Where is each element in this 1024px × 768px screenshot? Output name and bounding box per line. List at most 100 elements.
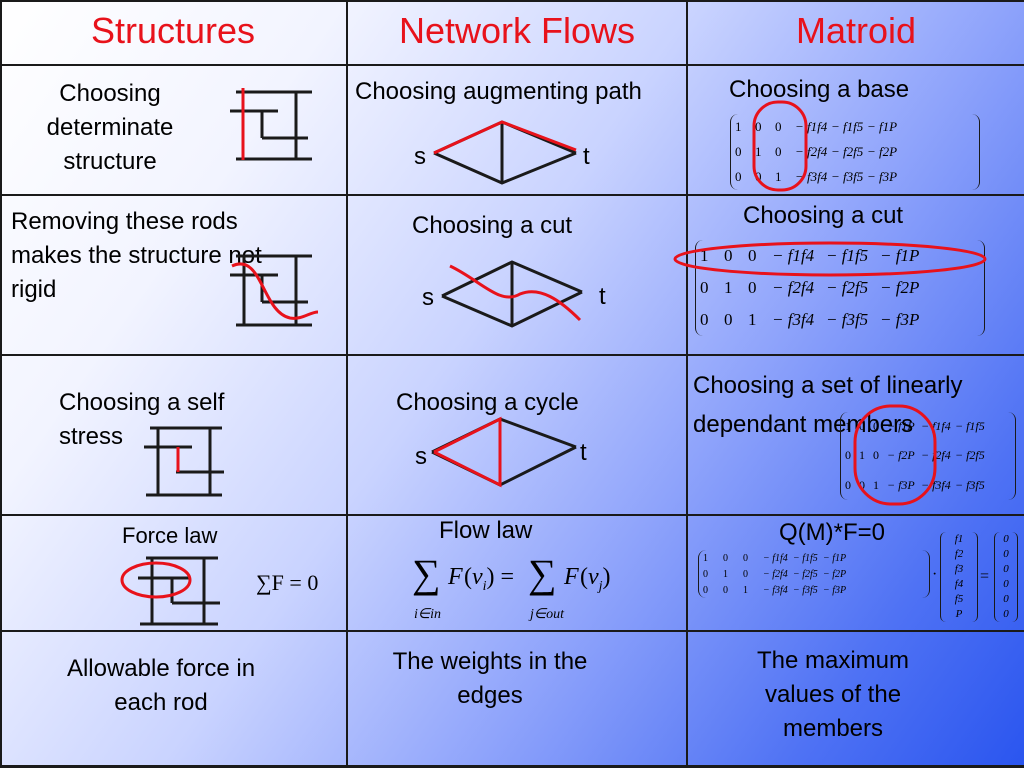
matroid-row4-text: Q(M)*F=0 (779, 519, 886, 546)
header-matroid: Matroid (795, 10, 917, 51)
matrix-cell: 0 (700, 310, 709, 329)
sum-symbol: ∑ (528, 551, 557, 596)
grid-line (0, 765, 1024, 768)
matrix-cell: 1 (859, 448, 865, 463)
vector-zero: 0 0 0 0 0 0 (994, 532, 1018, 622)
matrix-cell: 0 (700, 278, 709, 297)
formula-text: (vj) (580, 564, 611, 594)
matrix-cell: 0 (755, 169, 762, 185)
truss-icon (138, 556, 220, 626)
matrix-cell: 0 (703, 584, 708, 596)
matroid-row5-text: The maximum values of the members (756, 647, 910, 742)
matrix-cell: − f2P (880, 278, 920, 297)
matrix-cell: − f1f5 (826, 246, 869, 265)
vector-cell: 0 (1003, 578, 1009, 590)
grid-line (0, 514, 1024, 516)
grid-line (346, 0, 348, 768)
grid-line (0, 194, 1024, 196)
vector-cell: 0 (1003, 533, 1009, 545)
matrix-cell: − f3f4 (763, 584, 788, 596)
matrix-cell: − f3P (880, 310, 920, 329)
vector-cell: 0 (1003, 593, 1009, 605)
node-t-label: t (583, 143, 590, 170)
network-graph (433, 120, 577, 185)
truss-icon (144, 426, 224, 497)
matrix-cell: 1 (845, 419, 851, 434)
matrix-cell: − f3P (823, 584, 847, 596)
node-s-label: s (414, 143, 426, 170)
matroid-row3-text: Choosing a set of linearly dependant mem… (693, 372, 963, 438)
matrix-cell: − f3f4 (772, 310, 815, 329)
structures-row4-text: Force law (122, 523, 218, 548)
vector-cell: f1 (954, 533, 964, 545)
matrix-cell: 1 (775, 169, 782, 185)
matrix-cell: 0 (735, 143, 742, 159)
header-structures: Structures (90, 10, 256, 51)
matrix-cell: 0 (873, 448, 879, 463)
formula-text: (vi) = (464, 564, 515, 594)
matrix-cell: − f1f5 (955, 419, 985, 434)
network-row5-text: The weights in the edges (392, 648, 588, 709)
matrix-cell: 0 (845, 448, 851, 463)
highlight-ellipse (120, 561, 192, 599)
matrix-cell: 1 (735, 118, 742, 134)
matrix-cell: 0 (748, 246, 757, 265)
cut-curve (449, 264, 582, 322)
matrix-cell: − f2P (867, 143, 898, 159)
matrix-cell: 0 (723, 552, 728, 564)
matrix-cell: − f1P (887, 419, 915, 434)
grid-line (0, 354, 1024, 356)
matrix-cell: 0 (743, 552, 748, 564)
network-graph (431, 417, 577, 487)
matrix-cell: − f3f4 (795, 169, 828, 185)
matrix-cell: − f1f5 (831, 118, 864, 134)
matrix-cell: − f2P (887, 448, 915, 463)
matrix-cell: 1 (748, 310, 757, 329)
matrix-cell: − f2f5 (955, 448, 985, 463)
matrix-cell: 0 (723, 584, 728, 596)
sum-formula: ∑F = 0 (256, 570, 319, 595)
matrix-cell: − f2P (823, 568, 847, 580)
matroid-row2-text: Choosing a cut (743, 202, 904, 229)
matrix-cell: − f3f5 (955, 477, 985, 492)
flow-law-formula: ∑ F (vi) = ∑ F (vj) i∈in j∈out (408, 551, 638, 626)
matrix-cell: 1 (700, 246, 709, 265)
formula-subscript: j∈out (530, 607, 564, 622)
node-s-label: s (422, 284, 434, 311)
grid-line (0, 64, 1024, 66)
matrix-cell: − f2f4 (763, 568, 788, 580)
vector-cell: f4 (954, 578, 964, 590)
formula-text: F (564, 564, 579, 590)
matrix-cell: 0 (775, 143, 782, 159)
vector-cell: 0 (1003, 608, 1009, 620)
vector-cell: 0 (1003, 548, 1009, 560)
highlight-ellipse (673, 241, 987, 277)
matroid-row1-text: Choosing a base (729, 76, 910, 103)
vector-cell: f3 (954, 563, 964, 575)
formula-text: F (448, 564, 463, 590)
vector-cell: 0 (1003, 563, 1009, 575)
matrix-cell: − f2f5 (793, 568, 818, 580)
matrix-cell: 1 (724, 278, 733, 297)
matrix-cell: 0 (845, 477, 851, 492)
matrix-cell: − f2f4 (772, 278, 815, 297)
matrix-cell: 0 (735, 169, 742, 185)
equals-sign: = (980, 568, 990, 585)
matrix-cell: − f2f5 (826, 278, 869, 297)
matrix-cell: − f1f4 (795, 118, 828, 134)
matrix-cell: − f1f5 (793, 552, 818, 564)
matrix-cell: 1 (703, 552, 708, 564)
truss-icon (230, 90, 312, 161)
matrix-cell: 0 (743, 568, 748, 580)
matrix-cell: 0 (873, 419, 879, 434)
